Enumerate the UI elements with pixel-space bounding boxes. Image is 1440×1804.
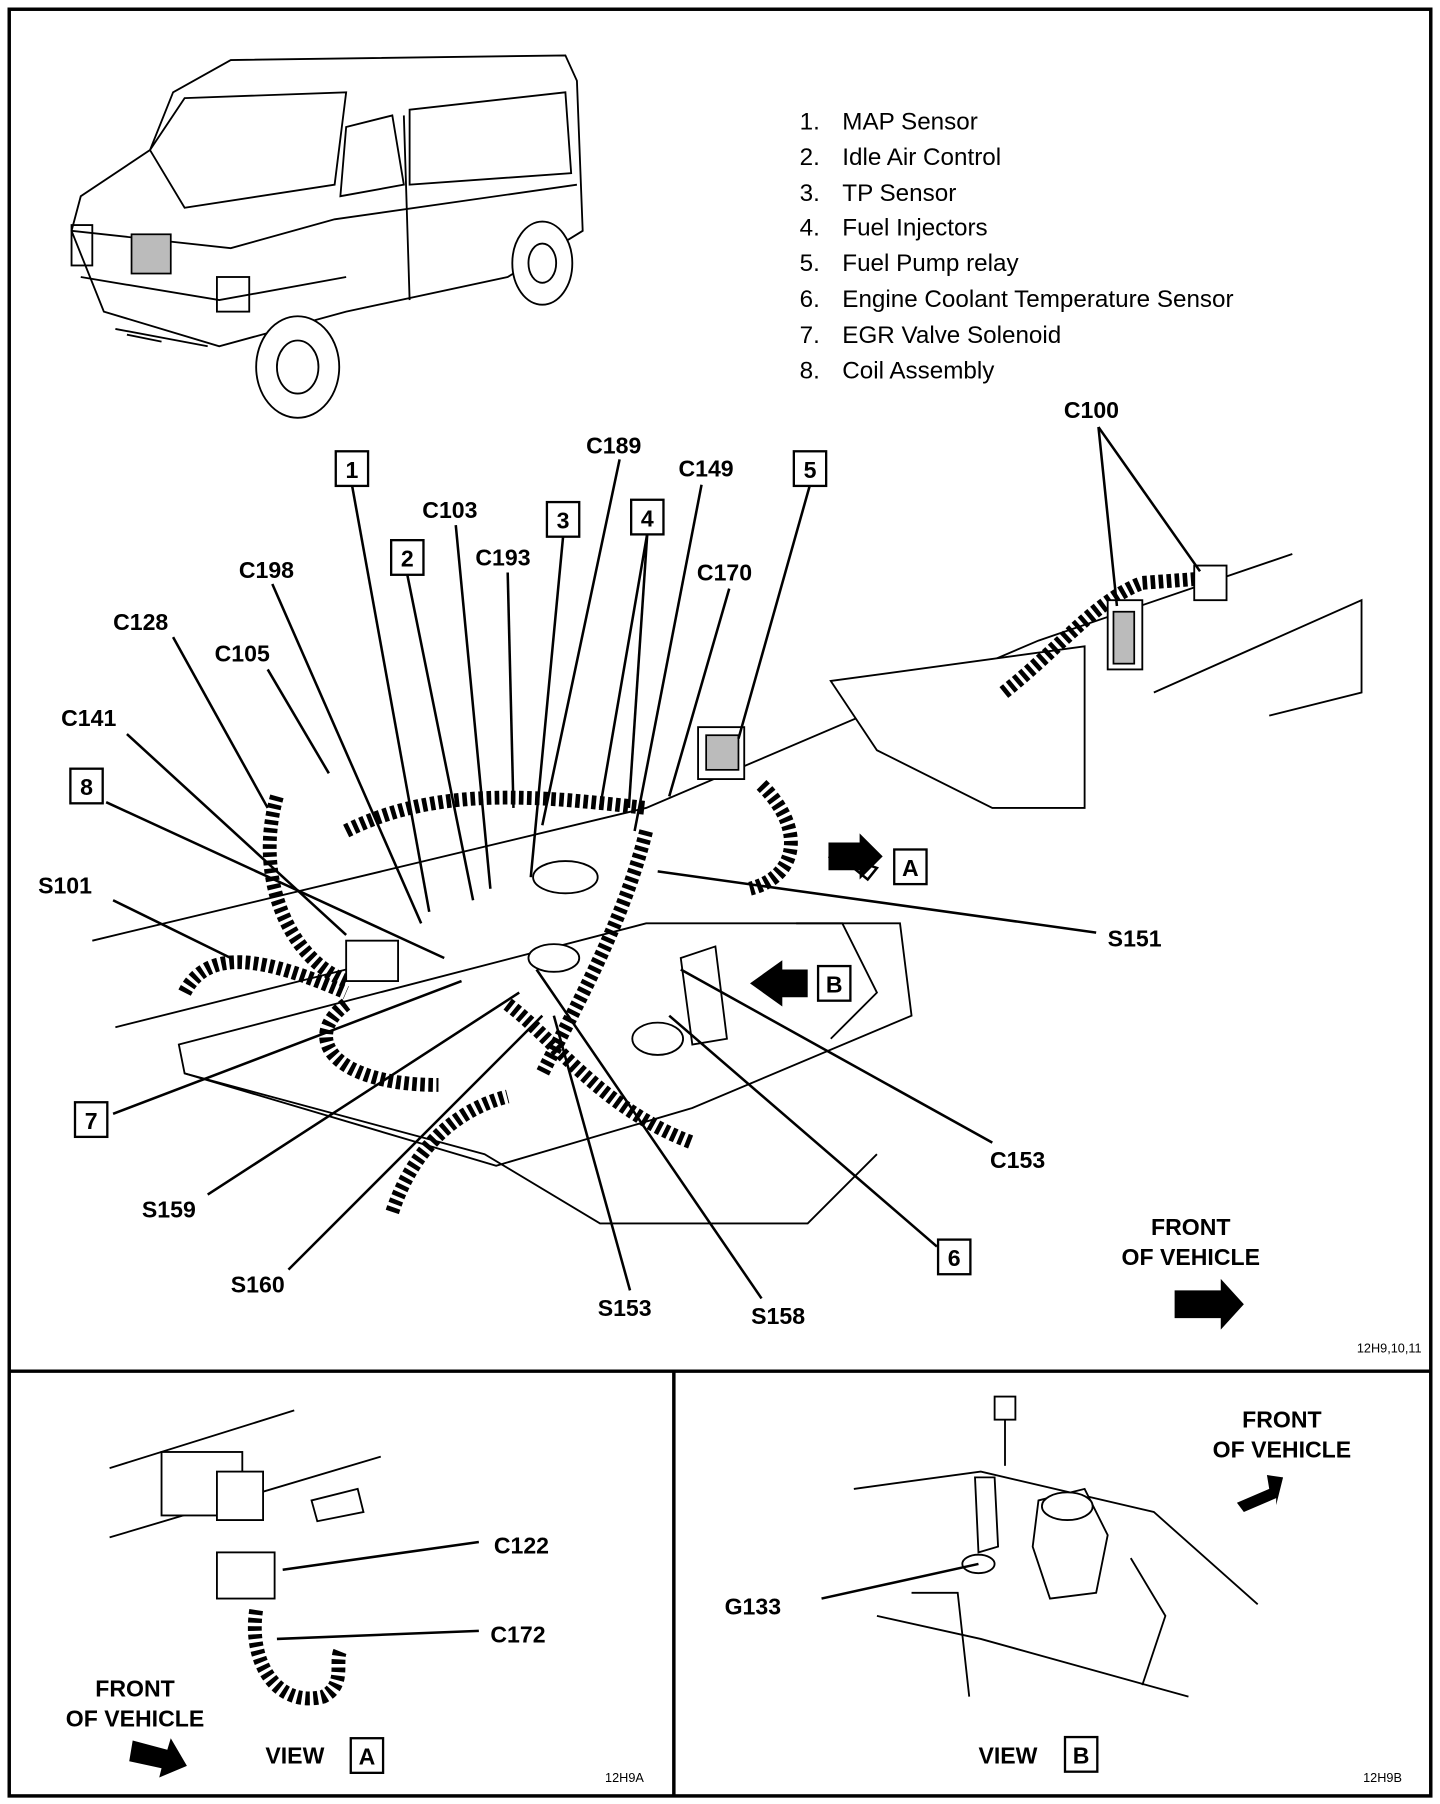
callout-8: 8 [80,774,93,800]
legend-number: 7. [800,322,820,349]
view-a-letter: A [359,1744,376,1770]
view-b-front-line1: FRONT [1242,1407,1321,1433]
label-c193: C193 [475,545,530,571]
legend-number: 1. [800,108,820,135]
legend-item: TP Sensor [842,180,956,207]
label-c105: C105 [215,640,270,666]
legend-number: 4. [800,214,820,241]
callout-1: 1 [346,457,359,483]
outer-frame [7,7,1433,1798]
component-legend: 1. MAP Sensor 2. Idle Air Control 3. TP … [800,108,1234,384]
legend-item: MAP Sensor [842,108,977,135]
label-c149: C149 [678,456,733,482]
callout-3: 3 [557,508,570,534]
legend-number: 6. [800,286,820,313]
label-s158: S158 [751,1303,805,1329]
legend-number: 3. [800,180,820,207]
view-a-front-line1: FRONT [95,1676,174,1702]
label-c198: C198 [239,557,294,583]
label-c170: C170 [697,560,752,586]
legend-number: 5. [800,250,820,277]
callout-2: 2 [401,546,414,572]
callout-5: 5 [804,457,817,483]
location-highlight [130,233,172,275]
view-a-figure-code: 12H9A [605,1771,644,1785]
view-b-letter: B [1073,1743,1090,1769]
view-b-panel: G133 FRONT OF VEHICLE VIEW B 12H9B [725,1395,1402,1785]
front-of-vehicle-line1: FRONT [1151,1214,1230,1240]
label-s159: S159 [142,1197,196,1223]
leader-lines [105,426,1244,1330]
label-c122: C122 [494,1533,549,1559]
legend-item: Idle Air Control [842,144,1001,171]
van-illustration [70,54,584,419]
label-s151: S151 [1108,925,1162,951]
front-of-vehicle-line2: OF VEHICLE [1122,1244,1260,1270]
label-s153: S153 [598,1295,652,1321]
view-marker-a: A [902,855,919,881]
callout-boxes: 1 2 3 4 5 6 7 8 A B [69,450,972,1276]
view-b-label: VIEW [978,1743,1037,1769]
view-a-panel: C122 C172 FRONT OF VEHICLE VIEW A 12H9A [66,1409,644,1785]
label-c100: C100 [1064,397,1119,423]
callout-7: 7 [85,1108,98,1134]
label-s160: S160 [231,1272,285,1298]
callout-6: 6 [948,1245,961,1271]
callout-4: 4 [641,505,654,531]
legend-item: Fuel Injectors [842,214,987,241]
view-a-front-arrow [129,1738,187,1778]
legend-number: 2. [800,144,820,171]
view-marker-b: B [826,972,843,998]
view-b-figure-code: 12H9B [1363,1771,1402,1785]
label-g133: G133 [725,1594,781,1620]
front-arrow-main [1174,1278,1244,1330]
legend-item: Fuel Pump relay [842,250,1019,277]
figure-code: 12H9,10,11 [1357,1342,1422,1356]
legend-item: Engine Coolant Temperature Sensor [842,286,1233,313]
view-a-arrow [828,833,883,880]
label-c141: C141 [61,705,116,731]
view-a-label: VIEW [265,1743,324,1769]
view-b-front-line2: OF VEHICLE [1213,1437,1351,1463]
legend-number: 8. [800,358,820,385]
label-s101: S101 [38,872,92,898]
label-c128: C128 [113,609,168,635]
main-labels: C100 C189 C149 C103 C193 C198 C170 C128 … [38,397,1421,1356]
view-b-front-arrow [1236,1475,1284,1512]
view-b-arrow [750,960,808,1007]
legend-item: Coil Assembly [842,358,995,385]
label-c172: C172 [490,1621,545,1647]
engine-illustration [92,553,1363,1225]
legend-item: EGR Valve Solenoid [842,322,1061,349]
label-c103: C103 [422,497,477,523]
view-a-front-line2: OF VEHICLE [66,1706,204,1732]
label-c189: C189 [586,433,641,459]
label-c153: C153 [990,1147,1045,1173]
